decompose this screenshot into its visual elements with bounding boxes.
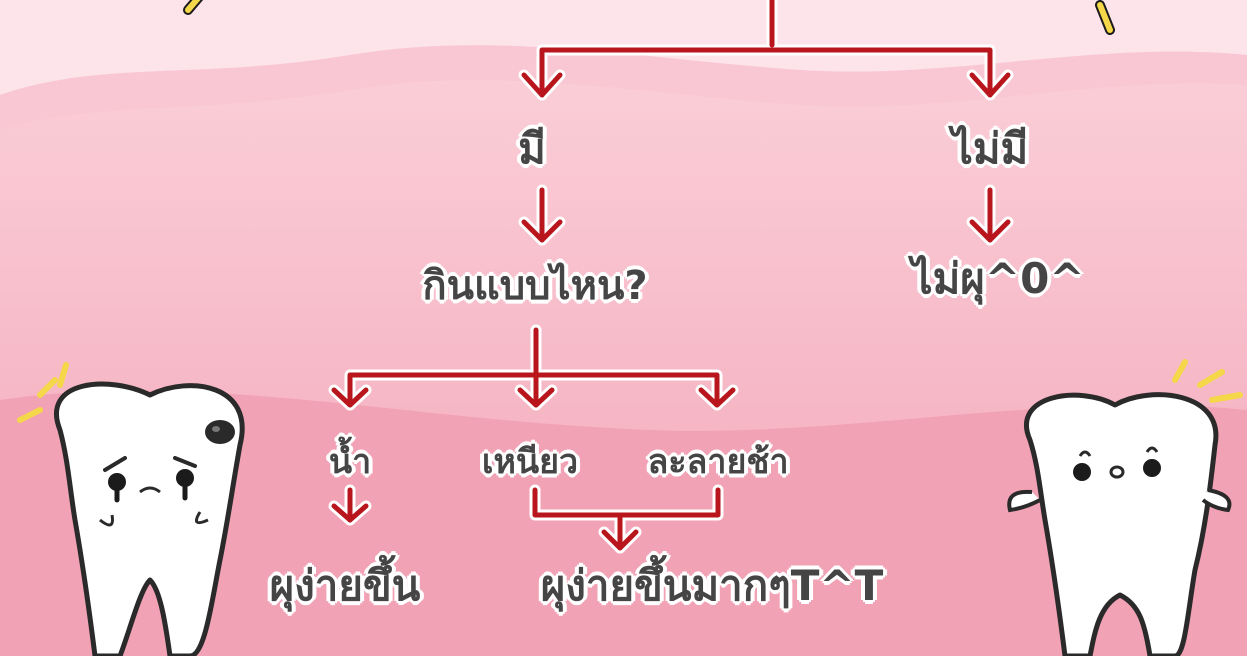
arrowhead bbox=[521, 219, 563, 243]
node-water: น้ำ bbox=[328, 442, 372, 482]
arrowhead bbox=[969, 219, 1011, 243]
node-how-eat: กินแบบไหน? bbox=[422, 263, 648, 309]
node-sticky: เหนียว bbox=[481, 442, 579, 482]
mid-band bbox=[0, 45, 1247, 130]
arrowhead bbox=[969, 72, 1011, 98]
node-slow-dissolve: ละลายช้า bbox=[647, 442, 789, 482]
sad-decayed-tooth-icon bbox=[17, 362, 245, 656]
happy-tooth-icon bbox=[1007, 359, 1243, 656]
node-no: ไม่มี bbox=[951, 124, 1029, 173]
node-not-decay: ไม่ผุ^0^ bbox=[911, 254, 1085, 303]
node-decay-easier: ผุง่ายขึ้น bbox=[269, 561, 421, 610]
connector-merge bbox=[532, 487, 721, 518]
node-decay-much-easier: ผุง่ายขึ้นมากๆT^T bbox=[540, 561, 884, 610]
arrowhead bbox=[517, 387, 555, 408]
connector-branch-yes-no bbox=[539, 47, 993, 98]
sparkle-icon bbox=[185, 0, 1113, 33]
connector-branch-types bbox=[347, 372, 720, 408]
arrowhead bbox=[331, 503, 369, 523]
arrowhead bbox=[331, 387, 369, 408]
arrowhead bbox=[698, 387, 736, 408]
node-yes: มี bbox=[518, 124, 546, 173]
arrowhead bbox=[601, 529, 639, 551]
arrowhead bbox=[521, 72, 563, 98]
